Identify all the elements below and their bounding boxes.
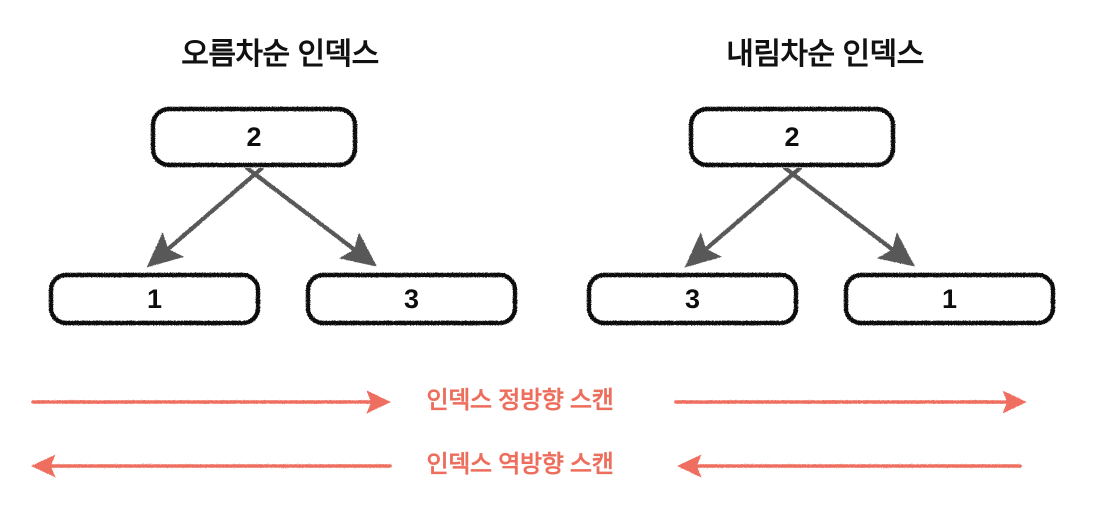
connector-root-to-right-3	[684, 165, 803, 268]
ascending-index-title: 오름차순 인덱스	[181, 38, 379, 71]
node-ascending-child-1[interactable]: 1	[48, 272, 261, 326]
node-value: 3	[403, 283, 420, 314]
node-value: 1	[941, 283, 958, 314]
connector-root-to-left-3	[244, 165, 378, 267]
right-tree-connectors	[684, 165, 916, 268]
descending-index-title: 내림차순 인덱스	[726, 38, 924, 71]
connector-root-to-left-1	[146, 165, 265, 268]
node-value: 3	[684, 283, 701, 314]
node-ascending-root[interactable]: 2	[150, 106, 358, 168]
node-ascending-child-3[interactable]: 3	[305, 272, 518, 326]
backward-scan-label: 인덱스 역방향 스캔	[426, 451, 614, 478]
node-value: 1	[146, 283, 163, 314]
node-value: 2	[246, 121, 262, 152]
node-descending-child-3[interactable]: 3	[586, 272, 799, 326]
forward-scan-label: 인덱스 정방향 스캔	[426, 387, 614, 414]
left-tree-connectors	[146, 165, 378, 268]
node-descending-root[interactable]: 2	[688, 106, 896, 168]
node-descending-child-1[interactable]: 1	[843, 272, 1056, 326]
node-value: 2	[784, 121, 800, 152]
connector-root-to-right-1	[782, 165, 916, 267]
